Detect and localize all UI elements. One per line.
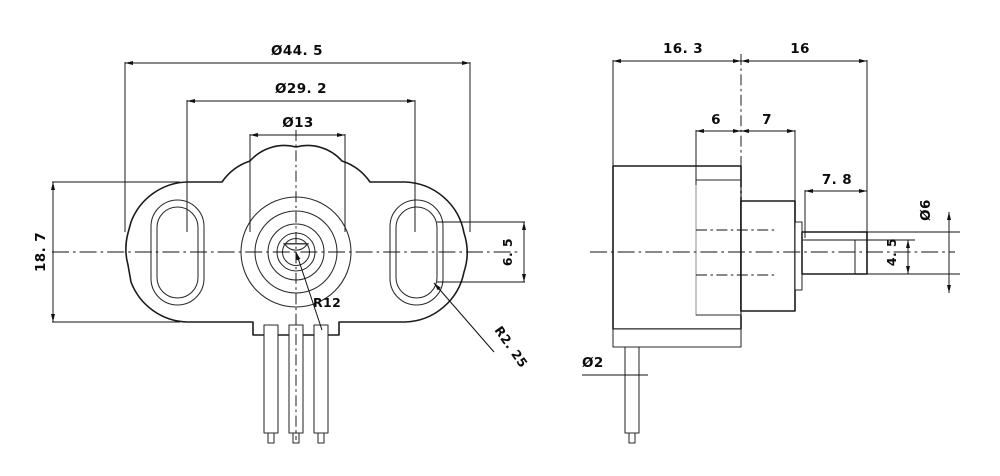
dim-dia-2: Ø2	[582, 355, 648, 376]
dim-dia-44-5: Ø44. 5	[124, 43, 471, 232]
dim-label-len-7: 7	[762, 112, 772, 128]
dim-label-slot-6-5: 6. 5	[500, 238, 515, 266]
dim-label-dia-2: Ø2	[582, 355, 604, 371]
side-body-block	[612, 165, 742, 348]
dim-len-16-3: 16. 3	[612, 41, 742, 166]
dim-label-radius-r2-25: R2. 25	[492, 323, 531, 370]
dim-label-dia-6: Ø6	[918, 199, 934, 221]
dim-label-dia-13: Ø13	[282, 115, 313, 131]
dim-len-16: 16	[740, 41, 868, 238]
dim-dia-13: Ø13	[249, 115, 346, 232]
dim-label-radius-r12: R12	[313, 295, 341, 310]
dim-label-height-18-7: 18. 7	[33, 232, 49, 272]
front-view: Ø44. 5 Ø29. 2 Ø13 18. 7 6. 5	[33, 43, 531, 444]
dim-dia-29-2: Ø29. 2	[186, 81, 416, 232]
dim-len-6: 6	[695, 112, 742, 185]
side-shaft	[801, 231, 868, 275]
dim-label-len-7-8: 7. 8	[822, 172, 852, 188]
side-terminal-pin	[624, 346, 640, 444]
dim-height-18-7: 18. 7	[33, 181, 180, 323]
dim-dia-6: Ø6	[860, 199, 960, 294]
dim-len-7-8: 7. 8	[804, 172, 868, 238]
dim-slot-6-5: 6. 5	[437, 221, 526, 283]
dim-label-len-6: 6	[711, 112, 721, 128]
dim-label-len-16: 16	[790, 41, 810, 57]
dim-label-flat-4-5: 4. 5	[884, 238, 899, 266]
front-slot-right	[389, 199, 444, 306]
side-view: 16. 3 16 6 7 7. 8	[582, 41, 960, 444]
front-centerlines	[52, 130, 520, 440]
dim-label-dia-29-2: Ø29. 2	[275, 81, 327, 97]
side-bushing	[740, 200, 803, 312]
pin-3	[313, 324, 329, 444]
dim-label-len-16-3: 16. 3	[663, 41, 703, 57]
pin-1	[263, 324, 279, 444]
front-slot-left	[150, 199, 205, 306]
dim-radius-r12: R12	[295, 251, 341, 331]
dim-label-dia-44-5: Ø44. 5	[271, 43, 323, 59]
dim-len-7: 7	[740, 112, 796, 228]
